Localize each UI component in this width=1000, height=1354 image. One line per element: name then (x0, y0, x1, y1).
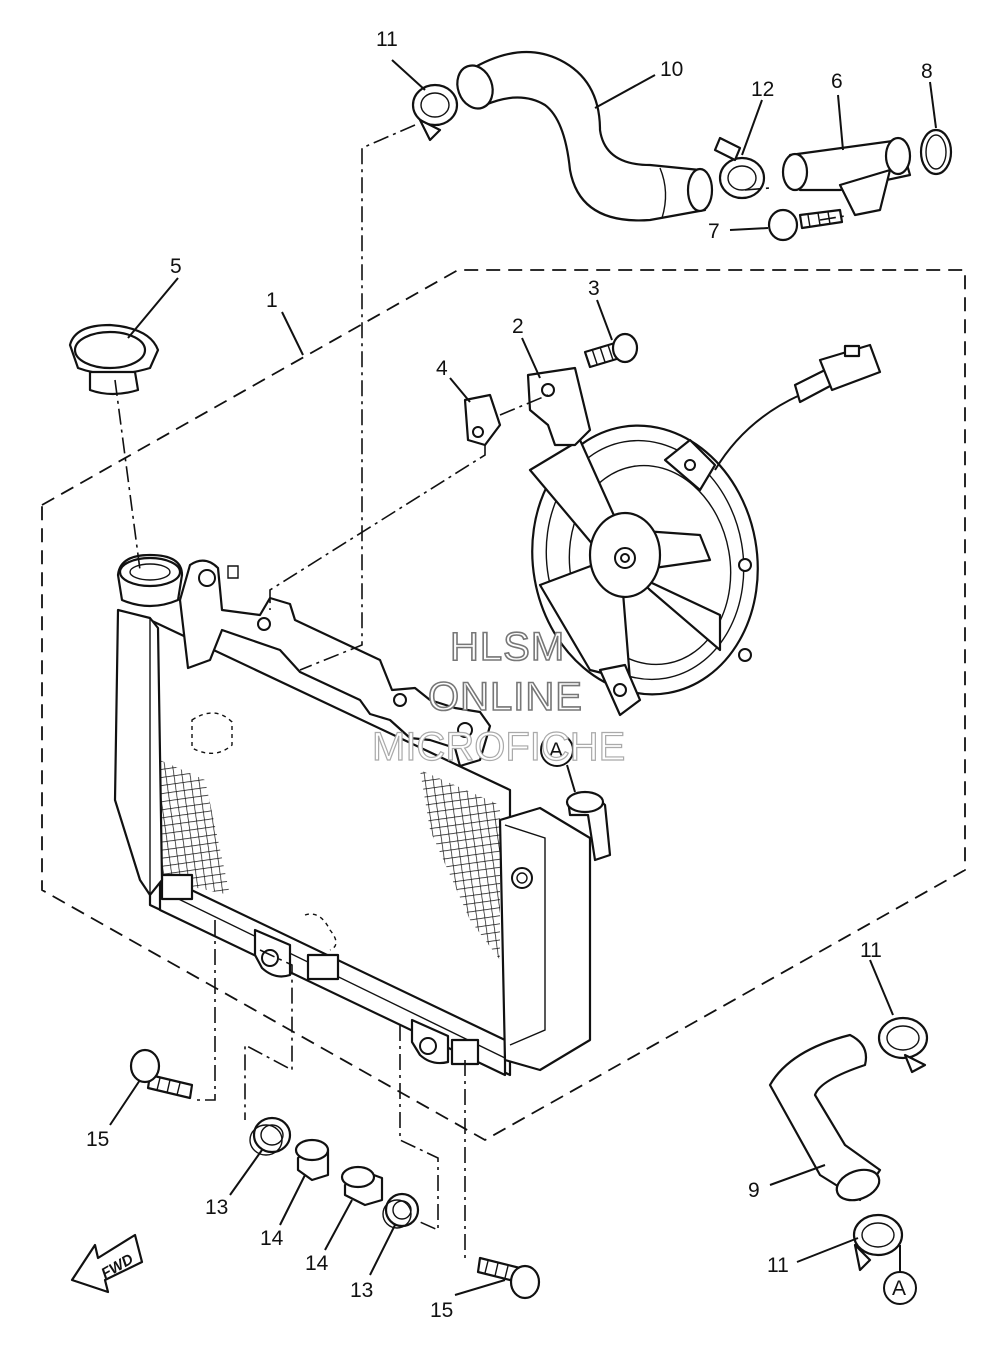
callout-11-bottom: 11 (767, 1254, 789, 1277)
fan-bracket (526, 366, 592, 447)
radiator-left-tank (113, 608, 164, 897)
radiator-cap (68, 323, 160, 396)
clip-4 (463, 393, 502, 447)
callout-15-left: 15 (86, 1128, 109, 1151)
watermark-line1: HLSM (450, 625, 565, 669)
ref-marker-a-top-label: A (549, 739, 563, 762)
callout-13-right: 13 (350, 1279, 373, 1302)
callout-14-right: 14 (305, 1252, 329, 1275)
grommet-13-left (249, 1116, 292, 1156)
callout-9: 9 (748, 1179, 760, 1202)
callout-11-mid: 11 (860, 939, 882, 962)
watermark-line3: MICROFICHE (372, 725, 625, 769)
bolt-3 (583, 332, 639, 369)
radiator-hose-upper (456, 50, 714, 222)
radiator-filler-neck (116, 553, 184, 608)
callout-1: 1 (266, 289, 278, 312)
ref-marker-a-bottom: A (883, 1271, 917, 1305)
hose-clamp-top (411, 83, 459, 142)
radiator-hose-lower (768, 1033, 882, 1202)
bolt-15-left (129, 1048, 194, 1100)
callout-3: 3 (588, 277, 600, 300)
callout-10: 10 (660, 58, 683, 81)
watermark: HLSM ONLINE MICROFICHE (371, 624, 626, 769)
hose-clamp-12 (713, 136, 766, 200)
bolt-15-right (476, 1256, 541, 1300)
callout-5: 5 (170, 255, 182, 278)
callout-15-right: 15 (430, 1299, 453, 1322)
cooling-fan-assembly (528, 343, 882, 717)
callout-14-left: 14 (260, 1227, 284, 1250)
forward-direction-arrow: FWD (70, 1233, 144, 1294)
watermark-line2: ONLINE (428, 675, 583, 719)
hose-clamp-bottom (852, 1213, 904, 1272)
callout-13-left: 13 (205, 1196, 228, 1219)
radiator-top-frame (178, 559, 492, 768)
ref-marker-a-bottom-label: A (892, 1277, 906, 1300)
callout-7: 7 (708, 220, 720, 243)
radiator-right-tank (498, 790, 612, 1072)
callout-8: 8 (921, 60, 933, 83)
o-ring (919, 128, 953, 176)
callout-2: 2 (512, 315, 524, 338)
joint-pipe (781, 136, 912, 217)
ref-marker-a-top: A (540, 733, 574, 767)
collar-14-left (294, 1138, 330, 1182)
radiator-core (148, 618, 512, 1077)
hose-clamp-mid (877, 1016, 929, 1074)
callout-numbers: 1 2 3 4 5 6 7 8 9 10 11 11 11 12 13 13 1… (86, 28, 933, 1322)
callout-4: 4 (436, 357, 448, 380)
bolt-7 (767, 208, 844, 242)
callout-11-top: 11 (376, 28, 398, 51)
callout-12: 12 (751, 78, 774, 101)
grommet-13-right (382, 1192, 420, 1229)
collar-14-right (340, 1165, 384, 1207)
assembly-boundary (41, 269, 966, 1142)
callout-6: 6 (831, 70, 843, 93)
leader-lines (109, 59, 937, 1296)
